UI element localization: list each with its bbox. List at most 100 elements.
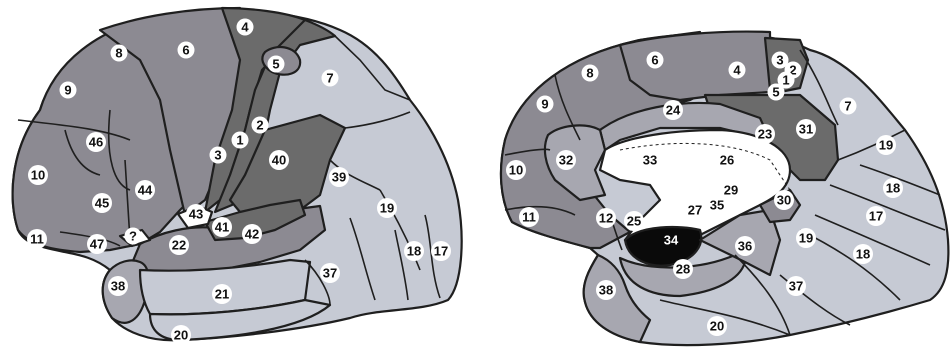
lateral-label-text: 42 bbox=[245, 227, 259, 242]
medial-label-19: 19 bbox=[876, 135, 896, 155]
lateral-label-2: 2 bbox=[252, 117, 269, 134]
medial-label-text: 33 bbox=[643, 153, 657, 168]
lateral-label-text: 21 bbox=[215, 287, 229, 302]
lateral-label-46: 46 bbox=[86, 132, 106, 152]
lateral-label-4: 4 bbox=[237, 19, 254, 36]
medial-label-5: 5 bbox=[768, 84, 785, 101]
lateral-label-text: 38 bbox=[111, 279, 125, 294]
medial-label-text: 25 bbox=[627, 214, 641, 229]
lateral-label-42: 42 bbox=[242, 224, 262, 244]
medial-label-4: 4 bbox=[729, 62, 746, 79]
medial-label-25: 25 bbox=[624, 211, 644, 231]
lateral-label-text: 45 bbox=[95, 196, 109, 211]
lateral-label-text: 40 bbox=[272, 153, 286, 168]
medial-label-17: 17 bbox=[866, 206, 886, 226]
medial-label-text: 35 bbox=[710, 198, 724, 213]
lateral-label-text: 5 bbox=[272, 57, 279, 72]
medial-label-text: 24 bbox=[666, 103, 681, 118]
lateral-label-17: 17 bbox=[431, 241, 451, 261]
lateral-label-text: 19 bbox=[380, 201, 394, 216]
medial-label-30: 30 bbox=[774, 190, 794, 210]
medial-label-text: 28 bbox=[676, 262, 690, 277]
lateral-label-5: 5 bbox=[268, 56, 285, 73]
medial-label-text: 8 bbox=[586, 66, 593, 81]
medial-label-32: 32 bbox=[556, 150, 576, 170]
medial-label-text: 36 bbox=[738, 239, 752, 254]
medial-label-11: 11 bbox=[519, 207, 539, 227]
lateral-label-1: 1 bbox=[232, 132, 249, 149]
medial-area-6-4 bbox=[620, 32, 770, 100]
lateral-label-text: 7 bbox=[326, 71, 333, 86]
medial-label-34: 34 bbox=[661, 230, 681, 250]
lateral-label-18: 18 bbox=[404, 241, 424, 261]
lateral-label-text: 20 bbox=[174, 328, 188, 343]
lateral-label-41: 41 bbox=[212, 217, 232, 237]
medial-label-text: 1 bbox=[782, 73, 789, 88]
medial-label-28: 28 bbox=[673, 259, 693, 279]
lateral-label-text: 6 bbox=[182, 43, 189, 58]
medial-label-text: 5 bbox=[772, 85, 779, 100]
medial-label-text: 37 bbox=[789, 279, 803, 294]
lateral-hemisphere bbox=[13, 8, 462, 340]
medial-label-text: 18 bbox=[856, 247, 870, 262]
lateral-label-text: 37 bbox=[323, 266, 337, 281]
lateral-label-text: 8 bbox=[115, 46, 122, 61]
medial-label-text: 26 bbox=[720, 153, 734, 168]
medial-label-33: 33 bbox=[640, 150, 660, 170]
lateral-label-40: 40 bbox=[269, 150, 289, 170]
medial-label-12: 12 bbox=[596, 208, 616, 228]
lateral-label-44: 44 bbox=[135, 180, 155, 200]
medial-label-23: 23 bbox=[755, 124, 775, 144]
medial-label-text: 20 bbox=[710, 319, 724, 334]
lateral-label-39: 39 bbox=[329, 167, 349, 187]
medial-label-text: 19 bbox=[799, 231, 813, 246]
lateral-label-text: 44 bbox=[138, 183, 153, 198]
lateral-label-19: 19 bbox=[377, 198, 397, 218]
medial-label-text: 38 bbox=[599, 283, 613, 298]
medial-label-10: 10 bbox=[506, 160, 526, 180]
medial-label-text: 12 bbox=[599, 211, 613, 226]
medial-label-text: 23 bbox=[758, 127, 772, 142]
lateral-label-text: 47 bbox=[90, 237, 104, 252]
medial-label-38: 38 bbox=[596, 280, 616, 300]
lateral-label-text: 1 bbox=[236, 133, 243, 148]
medial-label-36: 36 bbox=[735, 236, 755, 256]
medial-label-text: 19 bbox=[879, 138, 893, 153]
medial-label-text: 34 bbox=[664, 233, 679, 248]
medial-label-18: 18 bbox=[853, 244, 873, 264]
lateral-label-text: 22 bbox=[172, 238, 186, 253]
medial-label-26: 26 bbox=[717, 150, 737, 170]
medial-label-text: 7 bbox=[844, 99, 851, 114]
medial-label-text: 3 bbox=[776, 53, 783, 68]
medial-label-text: 4 bbox=[733, 63, 741, 78]
medial-label-18: 18 bbox=[883, 178, 903, 198]
medial-label-35: 35 bbox=[707, 195, 727, 215]
lateral-label-10: 10 bbox=[28, 165, 48, 185]
medial-label-9: 9 bbox=[537, 96, 554, 113]
medial-label-text: 32 bbox=[559, 153, 573, 168]
lateral-label-43: 43 bbox=[186, 204, 206, 224]
lateral-label-6: 6 bbox=[178, 42, 195, 59]
lateral-label-47: 47 bbox=[87, 234, 107, 254]
lateral-label-22: 22 bbox=[169, 235, 189, 255]
lateral-label-text: ? bbox=[129, 229, 137, 244]
medial-label-text: 27 bbox=[688, 203, 702, 218]
lateral-label-37: 37 bbox=[320, 263, 340, 283]
lateral-label-text: 2 bbox=[256, 118, 263, 133]
medial-label-6: 6 bbox=[647, 52, 664, 69]
lateral-label-20: 20 bbox=[171, 325, 191, 345]
medial-label-24: 24 bbox=[663, 100, 683, 120]
medial-label-7: 7 bbox=[840, 98, 857, 115]
medial-label-text: 18 bbox=[886, 181, 900, 196]
lateral-label-text: 43 bbox=[189, 207, 203, 222]
medial-label-20: 20 bbox=[707, 316, 727, 336]
lateral-label-7: 7 bbox=[322, 70, 339, 87]
lateral-label-text: 18 bbox=[407, 244, 421, 259]
lateral-label-text: 39 bbox=[332, 170, 346, 185]
lateral-label-21: 21 bbox=[212, 284, 232, 304]
lateral-label-text: 11 bbox=[30, 232, 44, 247]
lateral-label-text: 17 bbox=[434, 244, 448, 259]
medial-label-text: 11 bbox=[522, 210, 536, 225]
medial-label-text: 9 bbox=[541, 97, 548, 112]
